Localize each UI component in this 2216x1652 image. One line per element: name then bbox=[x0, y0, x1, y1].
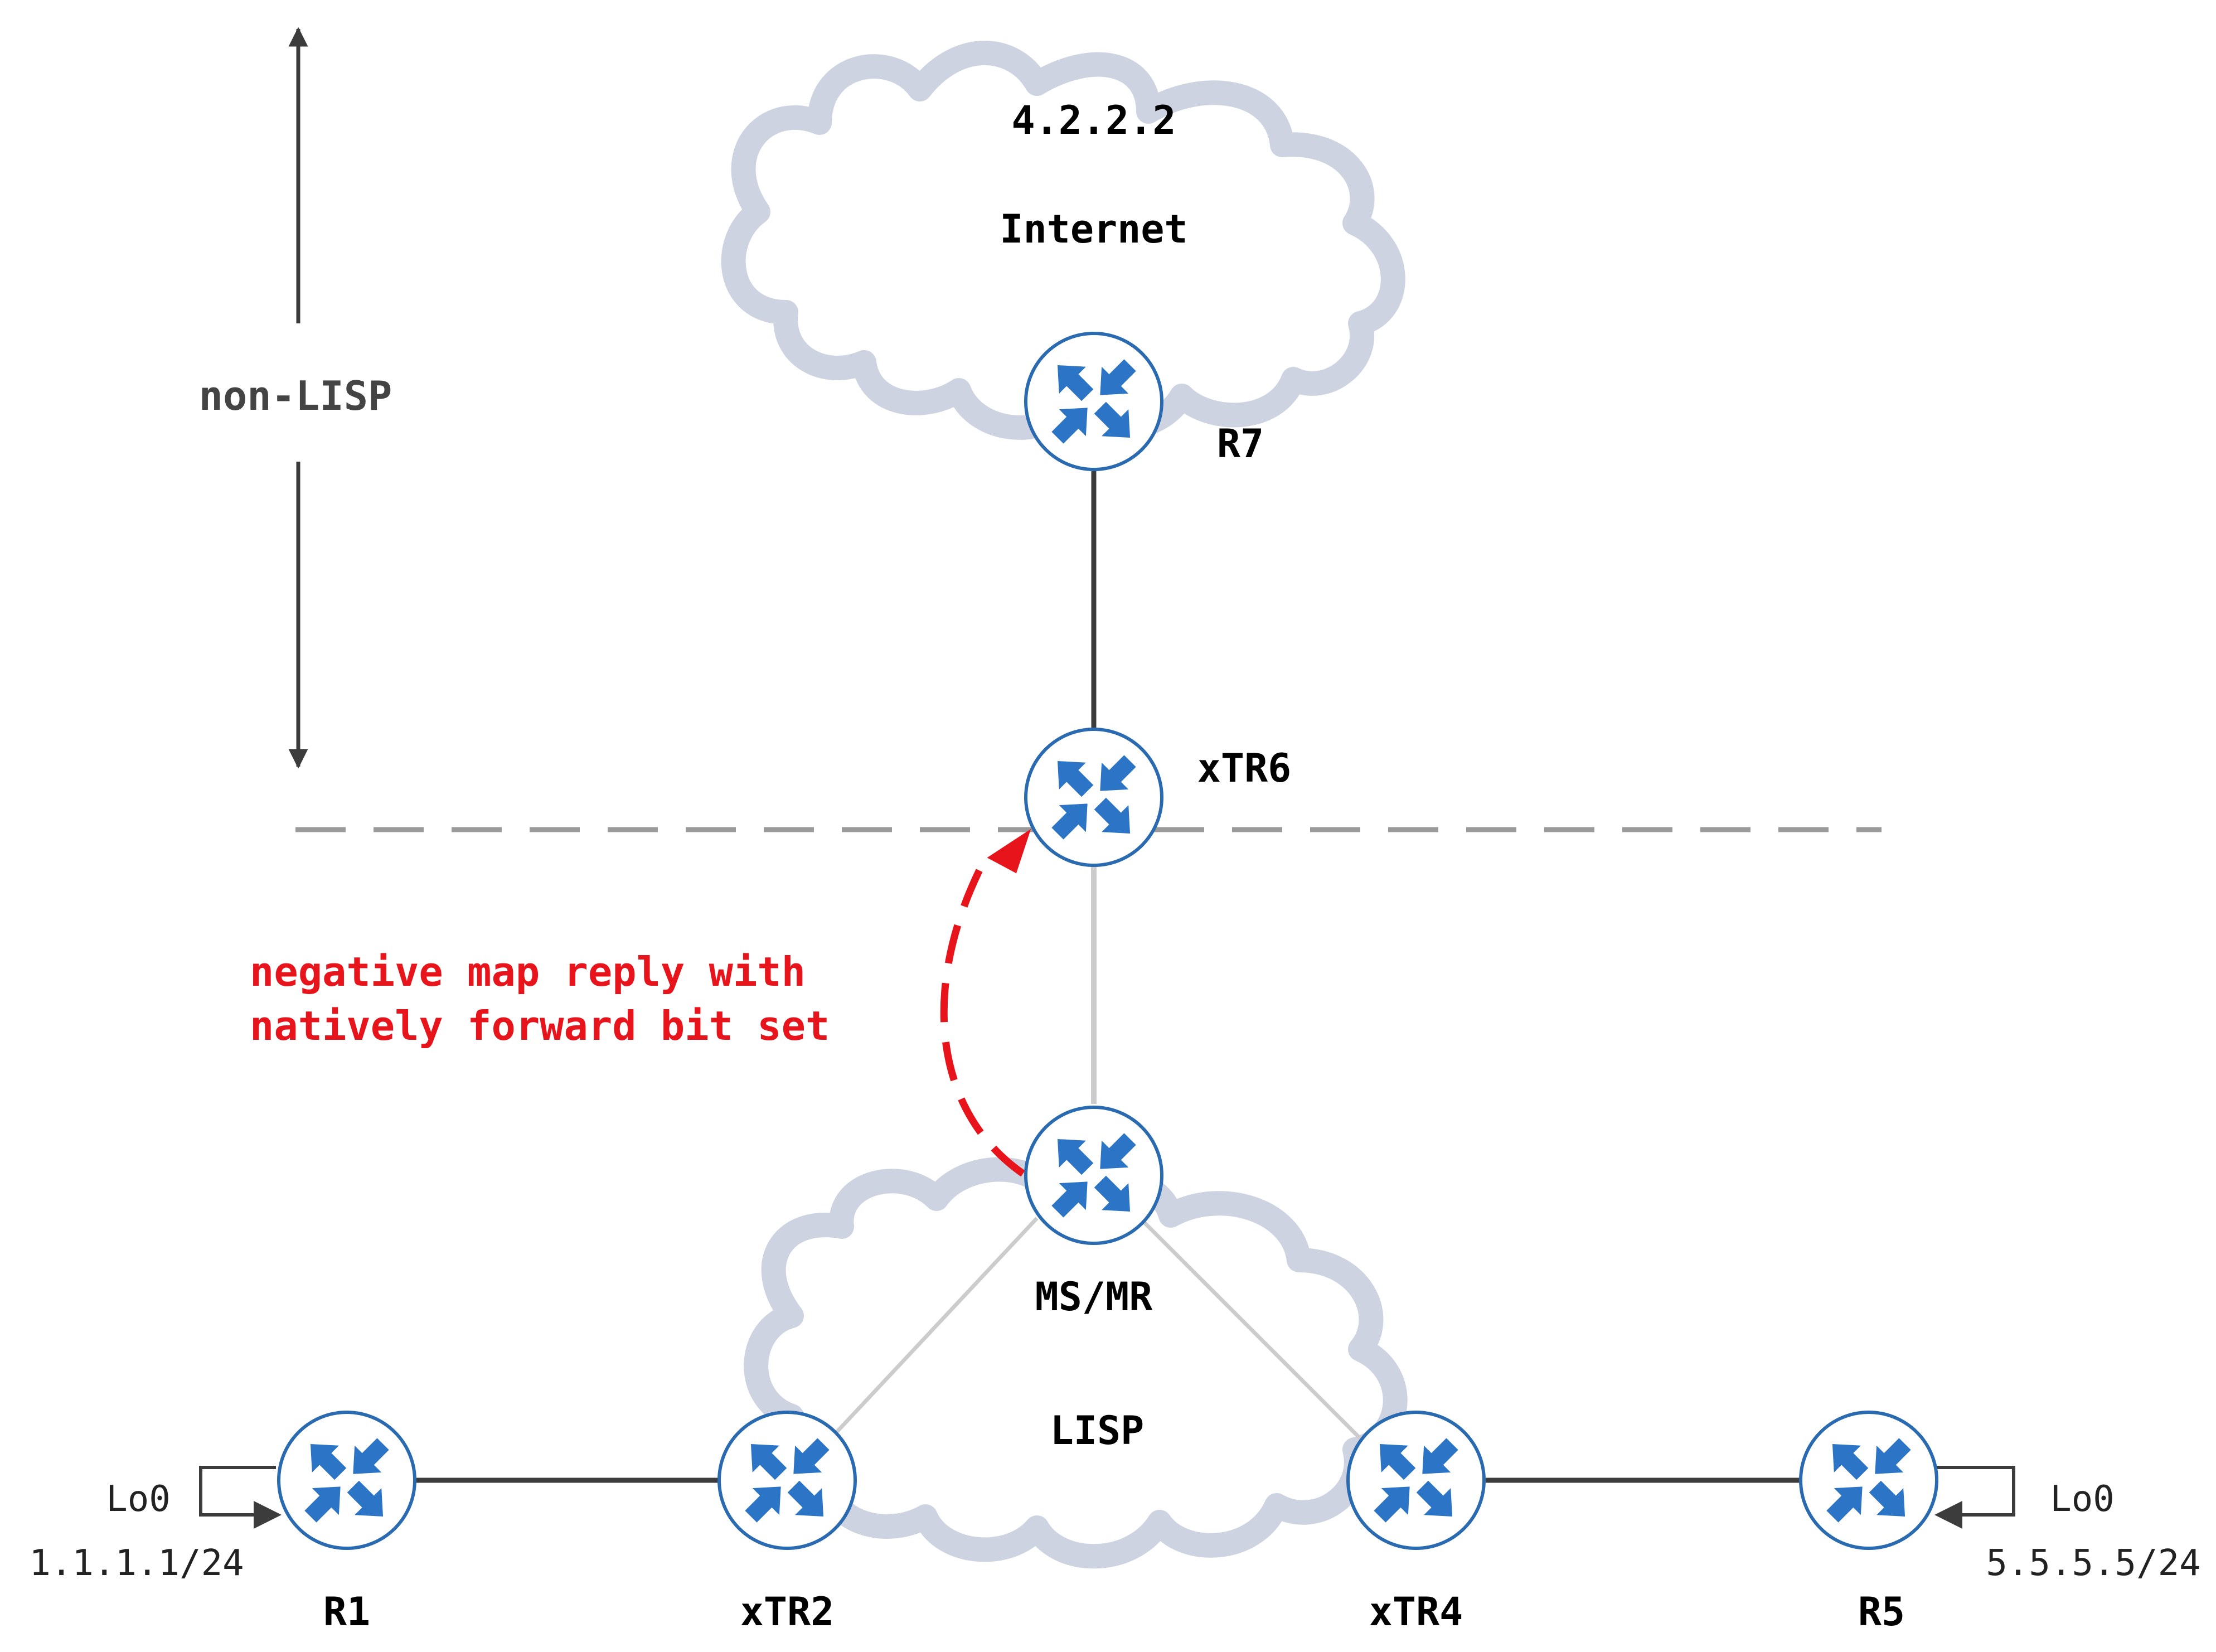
router-label-xtr4: xTR4 bbox=[1369, 1589, 1463, 1635]
router-label-r1: R1 bbox=[323, 1589, 370, 1635]
link-msmr-xtr2 bbox=[829, 1217, 1039, 1440]
r5-loopback-interface: Lo0 bbox=[2050, 1479, 2115, 1520]
router-icon-msmr[interactable] bbox=[1026, 1107, 1162, 1243]
link-msmr-xtr4 bbox=[1138, 1217, 1362, 1440]
loopback-arrow-icon bbox=[1934, 1466, 2015, 1529]
router-icon-r7[interactable] bbox=[1026, 333, 1162, 469]
router-icon-xtr6[interactable] bbox=[1026, 729, 1162, 865]
router-icon-r1[interactable] bbox=[279, 1412, 415, 1548]
cloud-icon bbox=[721, 41, 1405, 440]
lisp-cloud-label: LISP bbox=[1050, 1408, 1145, 1454]
annotation-line-2: natively forward bit set bbox=[250, 1002, 830, 1049]
router-label-xtr6: xTR6 bbox=[1197, 745, 1292, 791]
router-icon-r5[interactable] bbox=[1801, 1412, 1937, 1548]
router-label-r5: R5 bbox=[1858, 1589, 1905, 1635]
router-label-r7: R7 bbox=[1217, 421, 1264, 467]
negative-map-reply-arrow bbox=[940, 829, 1031, 1177]
cloud-icon bbox=[744, 1157, 1408, 1569]
internet-address-label: 4.2.2.2 bbox=[1011, 98, 1176, 143]
r1-loopback-interface: Lo0 bbox=[106, 1479, 171, 1520]
loopback-arrow-icon bbox=[199, 1466, 282, 1529]
internet-cloud-label: Internet bbox=[1000, 206, 1187, 252]
r5-loopback-address: 5.5.5.5/24 bbox=[1986, 1543, 2200, 1584]
router-icon-xtr2[interactable] bbox=[719, 1412, 855, 1548]
router-label-xtr2: xTR2 bbox=[740, 1589, 835, 1635]
non-lisp-label: non-LISP bbox=[199, 372, 392, 419]
router-icon-xtr4[interactable] bbox=[1348, 1412, 1484, 1548]
r1-loopback-address: 1.1.1.1/24 bbox=[29, 1543, 244, 1584]
annotation-line-1: negative map reply with bbox=[250, 948, 806, 995]
router-label-msmr: MS/MR bbox=[1035, 1274, 1153, 1320]
